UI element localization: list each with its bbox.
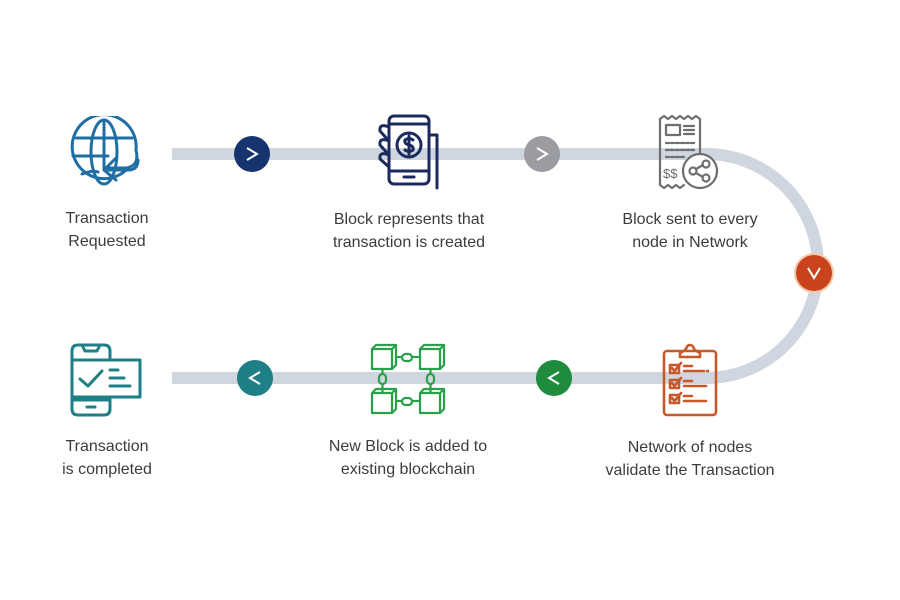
step-label-block-created: Block represents that transaction is cre… — [299, 208, 519, 254]
step-label-new-block-added: New Block is added to existing blockchai… — [298, 435, 518, 481]
connector-arrow-5-6 — [237, 360, 273, 396]
connector-arrow-3-4 — [796, 255, 832, 291]
connector-arrow-2-3 — [524, 136, 560, 172]
step-2-line-2: transaction is created — [332, 234, 486, 251]
globe-arrow-icon — [68, 113, 144, 197]
step-1-line-2: Requested — [68, 233, 146, 250]
chevron-right-icon — [536, 147, 549, 161]
step-3-line-2: node in Network — [632, 234, 748, 251]
step-5-line-2: existing blockchain — [340, 461, 476, 478]
connector-arrow-1-2 — [234, 136, 270, 172]
step-4-line-1: Network of nodes — [627, 439, 753, 456]
step-6-line-2: is completed — [62, 461, 152, 478]
step-2-line-1: Block represents that — [333, 211, 485, 228]
svg-text:$$: $$ — [663, 166, 678, 181]
step-1-line-1: Transaction — [65, 210, 149, 227]
step-6-line-1: Transaction — [65, 438, 149, 455]
blockchain-icon — [370, 343, 446, 420]
chevron-right-icon — [246, 147, 259, 161]
phone-check-card-icon — [68, 343, 144, 422]
step-label-transaction-completed: Transaction is completed — [0, 435, 217, 481]
chevron-down-icon — [807, 267, 821, 280]
hand-phone-dollar-icon — [375, 113, 443, 196]
chevron-left-icon — [248, 371, 261, 385]
connector-arrow-4-5 — [536, 360, 572, 396]
step-5-line-1: New Block is added to — [328, 438, 488, 455]
clipboard-checklist-icon — [662, 343, 718, 422]
step-4-line-2: validate the Transaction — [605, 462, 775, 479]
receipt-share-icon: $$ — [656, 113, 722, 196]
step-label-block-sent: Block sent to every node in Network — [580, 208, 800, 254]
step-3-line-1: Block sent to every — [622, 211, 758, 228]
step-label-network-validate: Network of nodes validate the Transactio… — [580, 436, 800, 482]
step-label-transaction-requested: Transaction Requested — [0, 207, 217, 253]
chevron-left-icon — [547, 371, 560, 385]
